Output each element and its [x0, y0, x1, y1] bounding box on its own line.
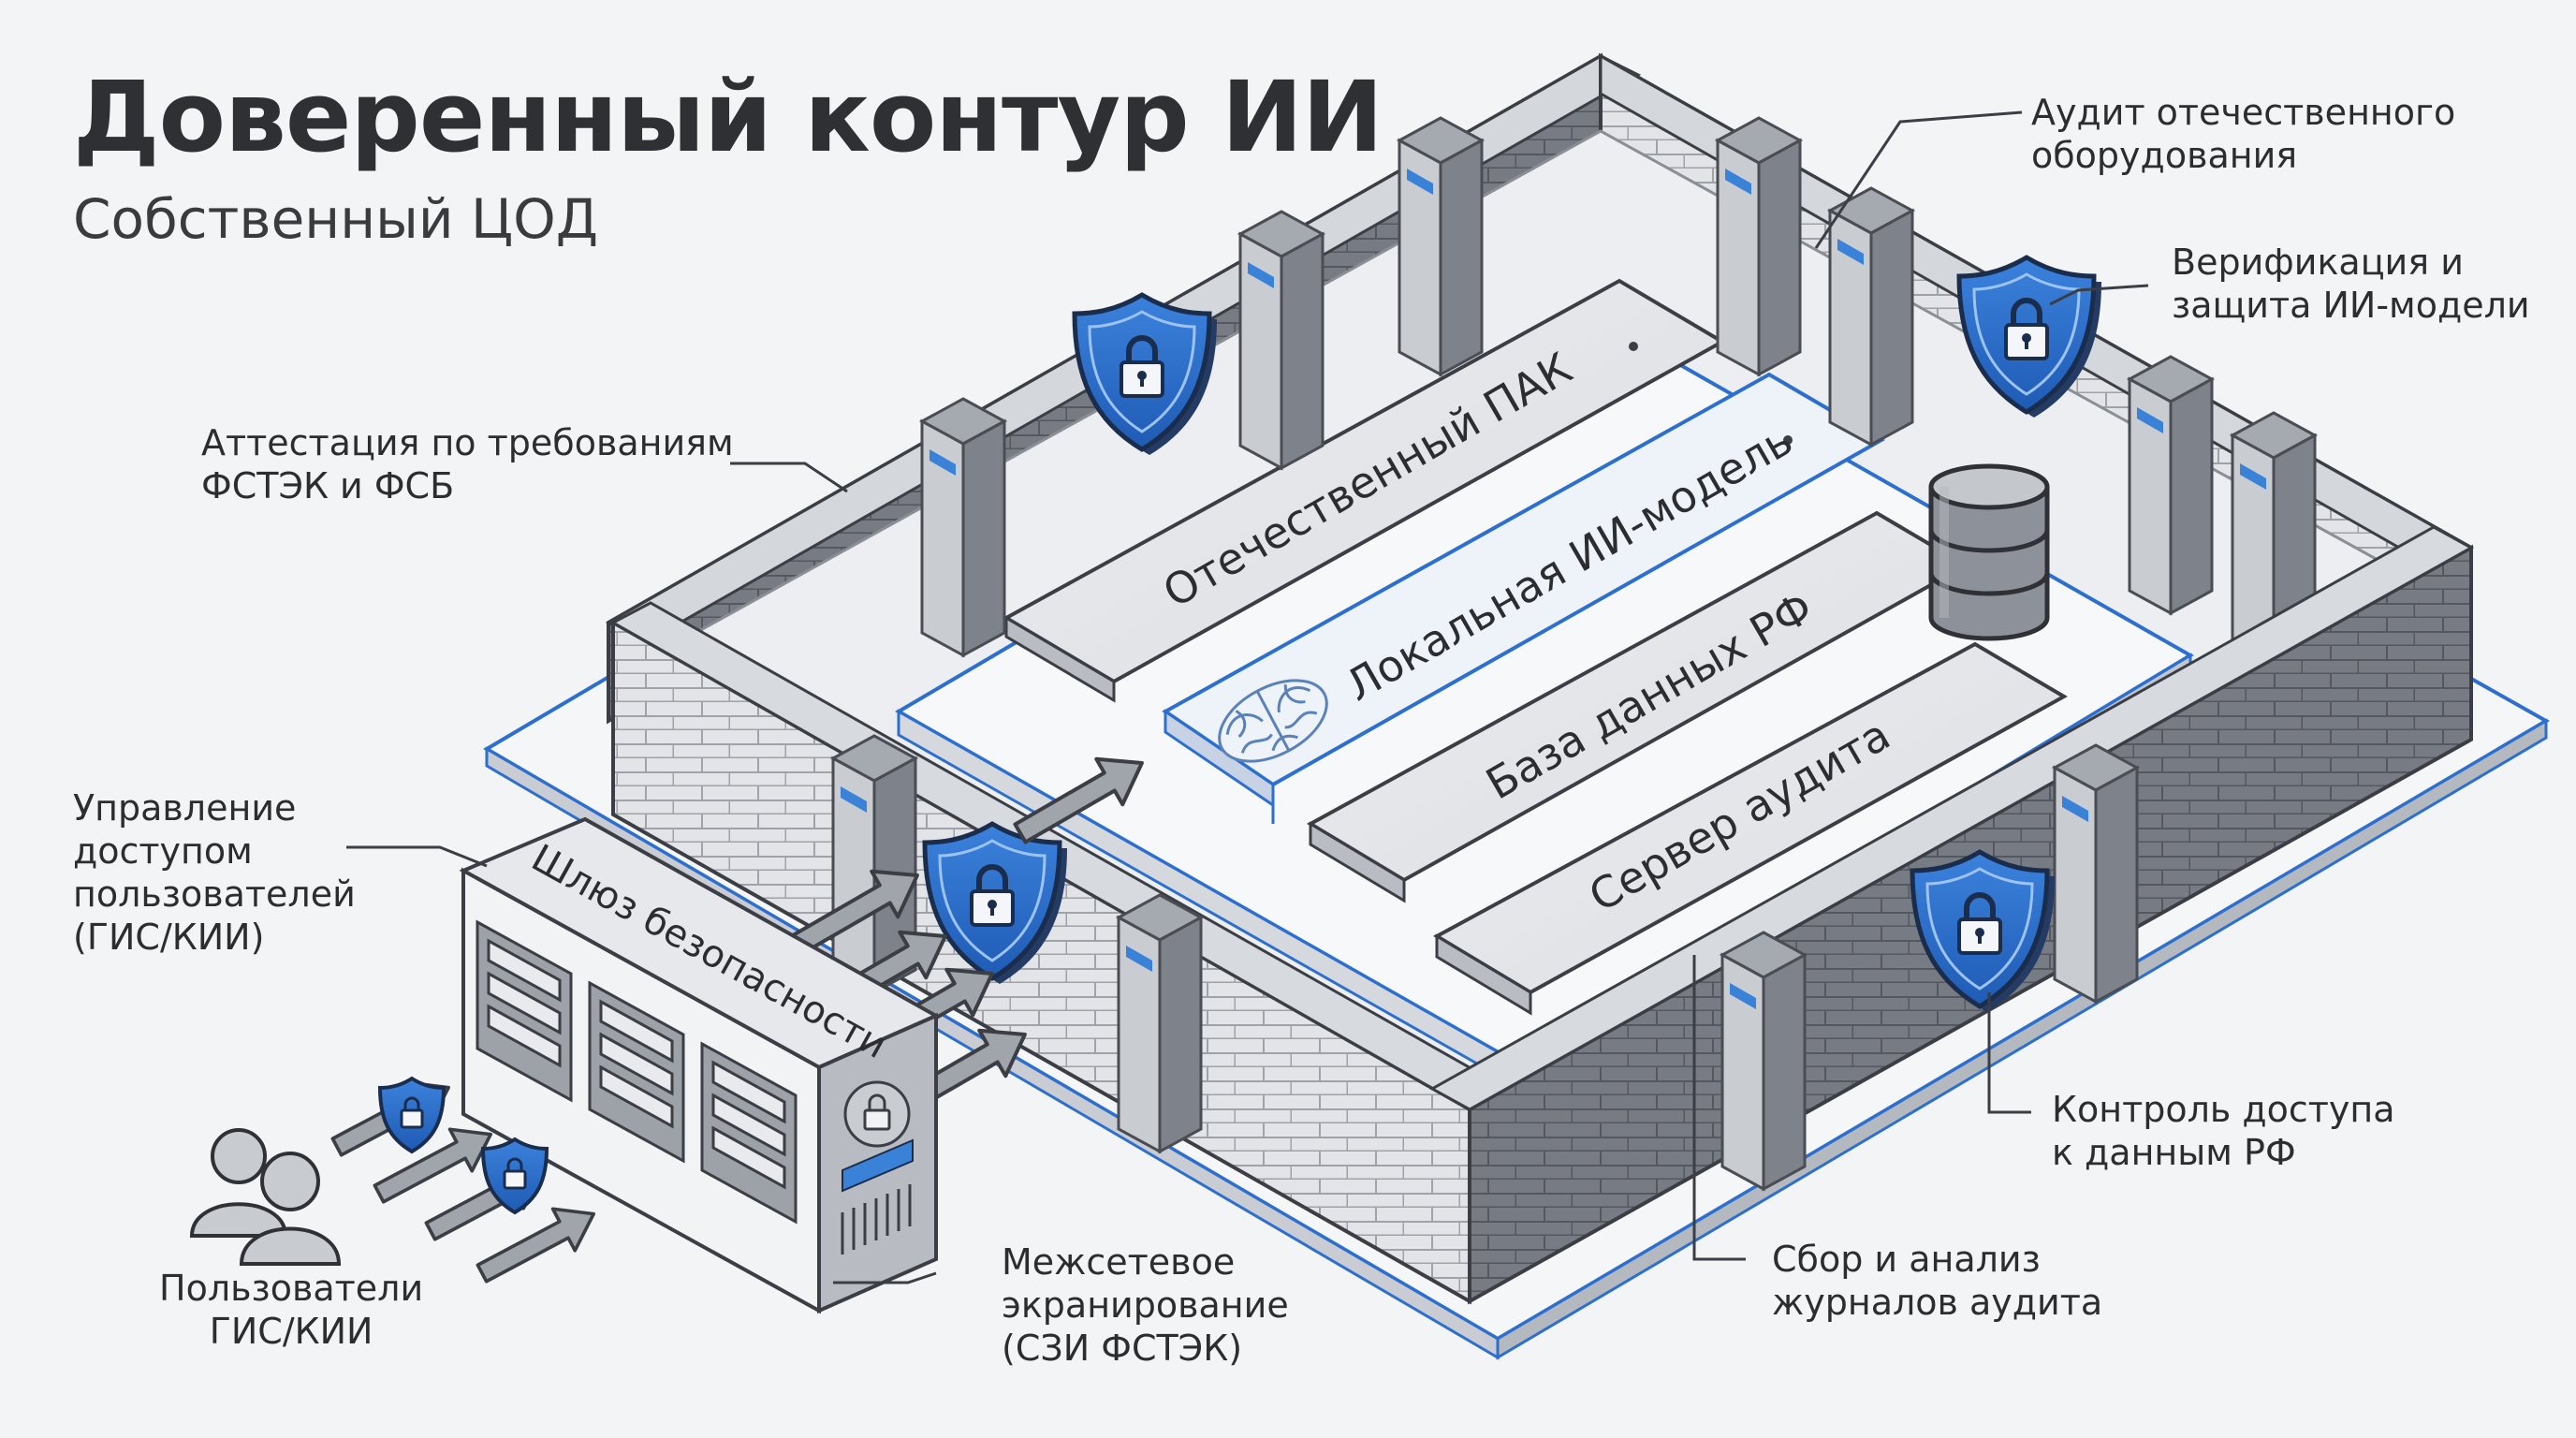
gateway-lock-icon [843, 1080, 911, 1148]
callout-attestation: Аттестация по требованиям ФСТЭК и ФСБ [201, 422, 734, 506]
shield-lock-icon [378, 1077, 446, 1153]
callout-audit-logs: Сбор и анализ журналов аудита [1772, 1239, 2103, 1323]
users-icon [189, 1128, 342, 1266]
callout-hardware-audit: Аудит отечественного оборудования [2031, 92, 2456, 176]
callout-firewall: Межсетевое экранирование (СЗИ ФСТЭК) [1002, 1241, 1289, 1369]
callout-data-access: Контроль доступа к данным РФ [2052, 1089, 2395, 1173]
callout-access-management: Управление доступом пользователей (ГИС/К… [73, 787, 356, 958]
security-gateway [459, 816, 941, 1314]
brain-icon [1218, 679, 1328, 763]
callout-model-verification: Верификация и защита ИИ-модели [2172, 242, 2530, 326]
page-subtitle: Собственный ЦОД [73, 187, 599, 251]
database-icon [1928, 463, 2050, 641]
callout-users: Пользователи ГИС/КИИ [159, 1268, 424, 1352]
page-title: Доверенный контур ИИ [73, 60, 1383, 174]
callout-leaders [346, 110, 2149, 1284]
